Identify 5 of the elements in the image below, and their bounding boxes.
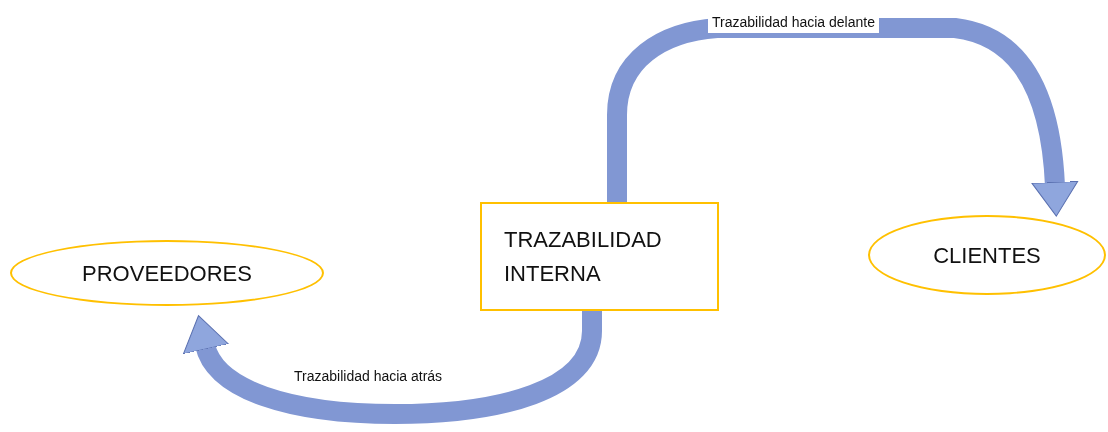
node-label: TRAZABILIDAD INTERNA (504, 225, 663, 288)
process-box (480, 202, 719, 311)
curved-arrow (607, 18, 1079, 217)
node-label: PROVEEDORES (82, 259, 252, 288)
node-label: CLIENTES (933, 241, 1041, 270)
